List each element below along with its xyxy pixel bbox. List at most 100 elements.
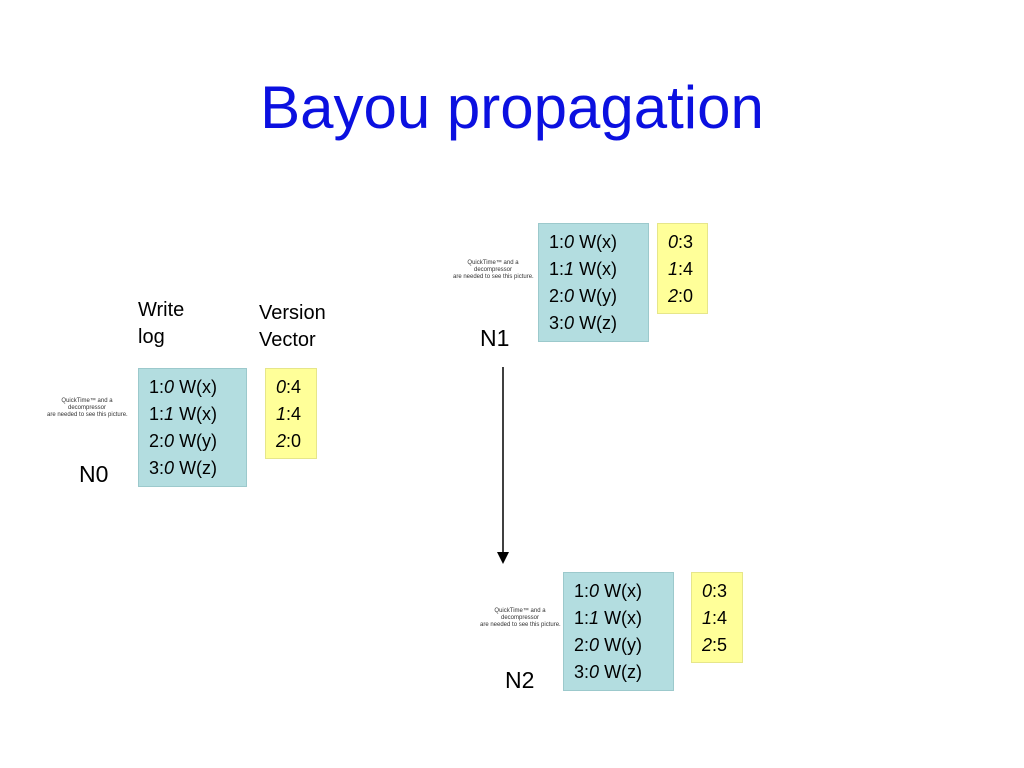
- vector-entry-node: 0: [276, 377, 287, 397]
- log-entry: 1:1 W(x): [149, 404, 218, 424]
- log-entry-timestamp: 3: [149, 458, 160, 478]
- vector-entry: 1:4: [276, 404, 302, 424]
- log-entry-op: W(z): [579, 313, 618, 333]
- log-entry-node: 0: [564, 286, 575, 306]
- log-entry: 2:0 W(y): [549, 286, 618, 306]
- log-entry-op: W(z): [604, 662, 643, 682]
- page-title: Bayou propagation: [260, 74, 764, 141]
- log-entry-op: W(x): [604, 581, 643, 601]
- quicktime-placeholder-image: QuickTime™ and a decompressor are needed…: [47, 398, 128, 419]
- placeholder-text: are needed to see this picture.: [480, 622, 561, 628]
- placeholder-text: are needed to see this picture.: [453, 274, 534, 280]
- vector-entry-value: 4: [291, 404, 302, 424]
- vector-entry-node: 0: [668, 232, 679, 252]
- write-log-label-line: Write: [138, 299, 185, 321]
- log-entry-op: W(x): [604, 608, 643, 628]
- node-label-n2: N2: [505, 667, 535, 693]
- log-entry-timestamp: 1: [574, 581, 585, 601]
- vector-entry: 0:3: [668, 232, 694, 252]
- log-entry: 3:0 W(z): [549, 313, 618, 333]
- log-entry-timestamp: 1: [149, 404, 160, 424]
- placeholder-text: decompressor: [67, 405, 106, 411]
- log-entry-node: 1: [589, 608, 600, 628]
- log-entry: 1:0 W(x): [549, 232, 618, 252]
- log-entry: 3:0 W(z): [574, 662, 643, 682]
- arrow-head: [497, 552, 509, 564]
- vector-entry-value: 3: [683, 232, 694, 252]
- vector-entry-node: 2: [276, 431, 287, 451]
- quicktime-placeholder-image: QuickTime™ and a decompressor are needed…: [480, 608, 561, 629]
- version-vector-box-n1: 0:3 1:4 2:0: [657, 223, 708, 314]
- log-entry-node: 1: [164, 404, 175, 424]
- log-entry: 3:0 W(z): [149, 458, 218, 478]
- vector-entry: 1:4: [668, 259, 694, 279]
- placeholder-text: QuickTime™ and a: [467, 260, 519, 266]
- log-entry-node: 0: [564, 313, 575, 333]
- log-entry-op: W(y): [179, 431, 218, 451]
- vector-entry: 0:4: [276, 377, 302, 397]
- log-entry-node: 0: [589, 635, 600, 655]
- log-entry-op: W(y): [579, 286, 618, 306]
- vector-entry: 2:0: [668, 286, 694, 306]
- placeholder-text: decompressor: [473, 267, 512, 273]
- log-entry-op: W(x): [179, 377, 218, 397]
- node-label-n1: N1: [480, 325, 510, 351]
- vector-entry-node: 1: [702, 608, 713, 628]
- log-entry-node: 1: [564, 259, 575, 279]
- log-entry-op: W(y): [604, 635, 643, 655]
- placeholder-text: QuickTime™ and a: [61, 398, 113, 404]
- log-entry: 1:0 W(x): [574, 581, 643, 601]
- log-entry-node: 0: [589, 581, 600, 601]
- version-vector-label: Version Vector: [259, 300, 326, 354]
- version-vector-label-line: Vector: [259, 329, 316, 351]
- log-entry-node: 0: [164, 431, 175, 451]
- log-entry: 1:0 W(x): [149, 377, 218, 397]
- vector-entry-value: 4: [683, 259, 694, 279]
- log-entry-timestamp: 1: [574, 608, 585, 628]
- log-entry: 1:1 W(x): [549, 259, 618, 279]
- log-entry-timestamp: 2: [549, 286, 560, 306]
- placeholder-text: decompressor: [500, 615, 539, 621]
- log-entry-op: W(x): [179, 404, 218, 424]
- placeholder-text: QuickTime™ and a: [494, 608, 546, 614]
- log-entry-timestamp: 2: [149, 431, 160, 451]
- vector-entry-node: 0: [702, 581, 713, 601]
- write-log-label-line: log: [138, 326, 165, 348]
- node-label-n0: N0: [79, 461, 109, 487]
- vector-entry: 2:5: [702, 635, 728, 655]
- vector-entry-value: 0: [683, 286, 694, 306]
- vector-entry-value: 0: [291, 431, 302, 451]
- write-log-box-n2: 1:0 W(x)1:1 W(x)2:0 W(y)3:0 W(z): [563, 572, 674, 691]
- vector-entry: 0:3: [702, 581, 728, 601]
- log-entry: 1:1 W(x): [574, 608, 643, 628]
- vector-entry-value: 5: [717, 635, 728, 655]
- log-entry-op: W(z): [179, 458, 218, 478]
- write-log-box-n1: 1:0 W(x) 1:1 W(x) 2:0 W(y) 3:0 W(z): [538, 223, 649, 342]
- log-entry-timestamp: 3: [549, 313, 560, 333]
- version-vector-label-line: Version: [259, 302, 326, 324]
- version-vector-box-n0: 0:4 1:4 2:0: [265, 368, 317, 459]
- vector-entry-value: 4: [291, 377, 302, 397]
- vector-entry: 2:0: [276, 431, 302, 451]
- log-entry-node: 0: [564, 232, 575, 252]
- log-entry-node: 0: [164, 377, 175, 397]
- log-entry-op: W(x): [579, 232, 618, 252]
- log-entry-timestamp: 2: [574, 635, 585, 655]
- log-entry-timestamp: 1: [149, 377, 160, 397]
- vector-entry-node: 2: [702, 635, 713, 655]
- log-entry-node: 0: [164, 458, 175, 478]
- vector-entry-value: 4: [717, 608, 728, 628]
- log-entry-timestamp: 1: [549, 259, 560, 279]
- log-entry-timestamp: 3: [574, 662, 585, 682]
- vector-entry-node: 2: [668, 286, 679, 306]
- log-entry-node: 0: [589, 662, 600, 682]
- write-log-box-n0: 1:0 W(x)1:1 W(x)2:0 W(y)3:0 W(z): [138, 368, 247, 487]
- vector-entry-node: 1: [668, 259, 679, 279]
- placeholder-text: are needed to see this picture.: [47, 412, 128, 418]
- quicktime-placeholder-image: QuickTime™ and a decompressor are needed…: [453, 260, 534, 281]
- write-log-label: Write log: [138, 297, 184, 351]
- vector-entry-node: 1: [276, 404, 287, 424]
- log-entry-timestamp: 1: [549, 232, 560, 252]
